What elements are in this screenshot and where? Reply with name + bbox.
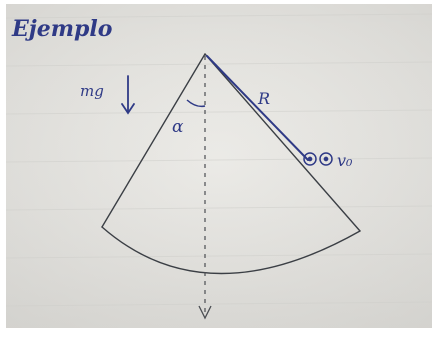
title: Ejemplo	[11, 16, 112, 42]
paper-shading	[6, 4, 432, 328]
particle-marker-1	[303, 152, 317, 166]
gravity-label: mg	[80, 82, 104, 100]
angle-arc	[186, 99, 206, 108]
radius-line	[206, 55, 309, 161]
particle-marker-1-dot	[307, 156, 313, 162]
particle-markers	[303, 152, 333, 166]
velocity-label: v₀	[337, 151, 353, 170]
sector-right-edge	[204, 53, 361, 232]
ruled-lines	[5, 13, 433, 307]
particle-marker-2	[319, 152, 333, 166]
gravity-arrow	[121, 75, 135, 115]
sector-outline	[101, 53, 361, 275]
sector-arc	[101, 226, 361, 275]
axis-arrowhead	[198, 305, 212, 320]
angle-label: α	[172, 117, 184, 137]
sector-left-edge	[101, 53, 206, 228]
radius-label: R	[257, 89, 270, 108]
particle-marker-2-dot	[323, 156, 329, 162]
